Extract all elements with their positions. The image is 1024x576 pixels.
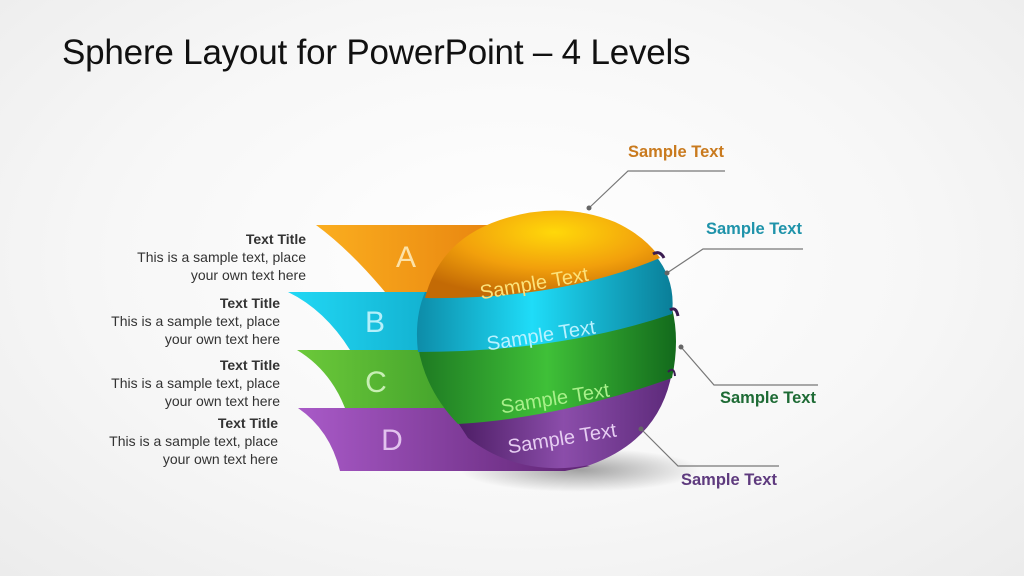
level-desc-a-line1: This is a sample text, place xyxy=(137,249,306,265)
level-desc-c-line2: your own text here xyxy=(164,393,280,409)
level-desc-d-line1: This is a sample text, place xyxy=(109,433,278,449)
slide-title: Sphere Layout for PowerPoint – 4 Levels xyxy=(62,33,691,72)
level-desc-b-line1: This is a sample text, place xyxy=(111,313,280,329)
level-desc-a-line2: your own text here xyxy=(190,267,306,283)
level-desc-d-line2: your own text here xyxy=(162,451,278,467)
leader-line-a xyxy=(588,170,725,209)
level-letter-b: B xyxy=(365,306,385,339)
sphere-band-d xyxy=(455,372,672,469)
level-title-b: Text Title xyxy=(219,295,280,311)
sphere-band-a xyxy=(425,210,660,299)
leader-line-d xyxy=(640,428,779,467)
level-title-c: Text Title xyxy=(219,357,280,373)
sphere-band-b xyxy=(416,255,673,352)
leader-dot-a xyxy=(586,205,592,211)
seam xyxy=(652,251,666,259)
leader-dot-b xyxy=(664,270,670,276)
seam xyxy=(669,307,680,317)
level-title-a: Text Title xyxy=(245,231,306,247)
level-desc-c-line1: This is a sample text, place xyxy=(111,375,280,391)
sphere-band-c xyxy=(418,308,676,424)
leader-line-b xyxy=(666,248,803,274)
leader-line-c xyxy=(680,346,818,386)
level-desc-d: Text Title This is a sample text, place … xyxy=(38,414,278,468)
level-letter-c: C xyxy=(365,366,387,399)
level-title-d: Text Title xyxy=(217,415,278,431)
callout-b: Sample Text xyxy=(706,220,802,238)
callout-c: Sample Text xyxy=(720,389,816,407)
level-letter-d: D xyxy=(381,424,403,457)
seam xyxy=(667,368,676,377)
level-desc-a: Text Title This is a sample text, place … xyxy=(66,230,306,284)
level-letter-a: A xyxy=(396,241,416,274)
callout-d: Sample Text xyxy=(681,471,777,489)
callout-a: Sample Text xyxy=(628,143,724,161)
leader-dot-c xyxy=(678,344,684,350)
level-desc-b-line2: your own text here xyxy=(164,331,280,347)
level-desc-c: Text Title This is a sample text, place … xyxy=(40,356,280,410)
level-desc-b: Text Title This is a sample text, place … xyxy=(40,294,280,348)
leader-dot-d xyxy=(638,426,644,432)
